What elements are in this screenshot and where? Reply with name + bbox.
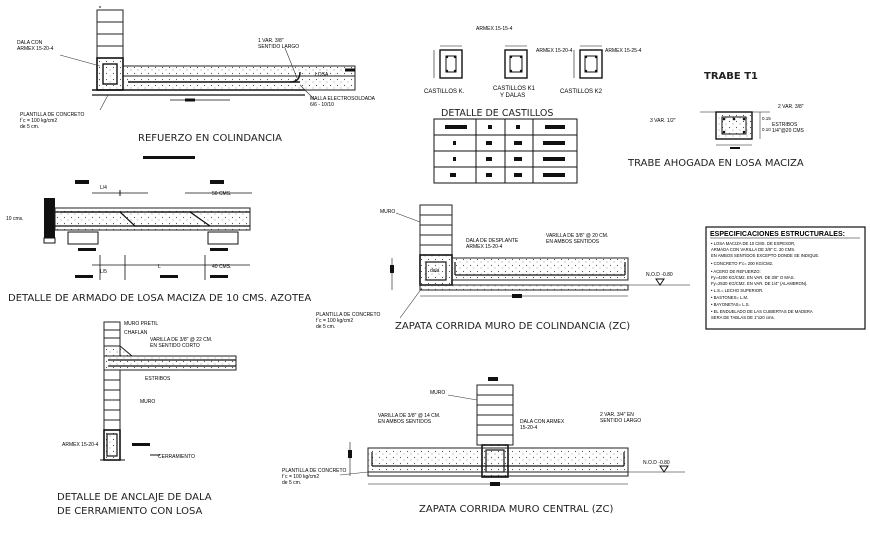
zc-central-fc: f`c = 100 kg/cm2 [282,474,319,480]
castillo-k2-armex: ARMEX 15-25-4 [605,48,642,54]
castillos-table [433,118,578,184]
spec-line: • EL ENDUELADO DE LAS CUBIERTAS DE MADER… [711,309,813,314]
losa-maciza-detail [43,156,252,280]
trabe-var-38: 2 VAR. 3/8" [778,104,804,110]
anclaje-cerramiento: CERRAMIENTO [158,454,195,460]
losa-10cms-label: 10 cms. [6,216,24,222]
zc-central-armex: 15-20-4 [520,425,537,431]
zc-central-muro: MURO [430,390,445,396]
trabe-ahogada-title: TRABE AHOGADA EN LOSA MACIZA [627,158,804,169]
trabe-dim-15: 0.15 [762,116,771,121]
spec-line: • LOSA MACIZA DE 10 CMS. DE ESPESOR, [711,241,795,246]
anclaje-sentido: EN SENTIDO CORTO [150,343,200,349]
zc-central-plantilla: PLANTILLA DE CONCRETO [282,468,346,474]
refuerzo-plantilla-label: PLANTILLA DE CONCRETO [20,112,84,118]
spec-line: • BAYONETAS= L.S. [711,302,750,307]
anclaje-muro: MURO [140,399,155,405]
spec-line: Fy=4200 KG/CM2. EN VAR. DE 3/8" O MAS. [711,275,795,280]
castillo-k-label: CASTILLOS K. [424,89,465,95]
refuerzo-sentido-label: SENTIDO LARGO [258,44,299,50]
spec-line: • BASTONES= L.M. [711,295,748,300]
refuerzo-armex-label: ARMEX 15-20-4 [17,46,54,52]
trabe-t1-title: TRABE T1 [704,71,758,82]
refuerzo-fc-label: f`c = 100 kg/cm2 [20,118,57,124]
zc-col-armex: ARMEX 15-20-4 [466,244,503,250]
losa-40cms-label: 40 CMS. [212,264,231,270]
spec-line: Fy=2530 KG/CM2. EN VAR. DE 1/4" (ALAMBRO… [711,281,807,286]
spec-line: EN AMBOS SENTIDOS EXCEPTO DONDE SE INDIQ… [711,253,819,258]
zc-col-nod: N.O.D -0.80 [646,272,673,278]
anclaje-varilla: VARILLA DE 3/8" @ 22 CM. [150,337,212,343]
castillo-k1-dalas-label: Y DALAS [500,93,525,99]
spec-line: • CONCRETO F'c= 200 KG/CM2. [711,261,773,266]
zc-central-title: ZAPATA CORRIDA MURO CENTRAL (ZC) [419,504,613,515]
anclaje-chaflan: CHAFLAN [124,330,148,336]
anclaje-title-2: DE CERRAMIENTO CON LOSA [57,506,202,517]
refuerzo-dala-con-label: DALA CON [17,40,43,46]
castillo-k1-label: CASTILLOS K1 [493,86,536,92]
zc-central-sentido: SENTIDO LARGO [600,418,641,424]
especificaciones-box: ESPECIFICACIONES ESTRUCTURALES: • LOSA M… [705,226,866,330]
refuerzo-de5-label: de 5 cm. [20,124,39,130]
losa-50cms-label: 50 CMS. [212,191,231,197]
zc-central-dala-armex: DALA CON ARMEX [520,419,565,425]
spec-line: • L.S.= LECHO SUPERIOR. [711,288,763,293]
losa-l4-label: L/4 [100,185,107,191]
refuerzo-var-label: 1 VAR. 3/8" [258,38,284,44]
zc-col-dala: dala [430,268,440,274]
anclaje-dala-detail [100,321,237,461]
refuerzo-colindancia-detail [59,6,356,111]
zc-central-nod: N.O.D -0.80 [643,460,670,466]
trabe-var-12: 3 VAR. 1/2" [650,118,676,124]
spec-line: SERA DE TABLAS DE 1"x20 cms. [711,315,775,320]
zc-central-de5: de 5 cm. [282,480,301,486]
zc-colindancia-title: ZAPATA CORRIDA MURO DE COLINDANCIA (ZC) [395,321,630,332]
zc-central-varilla: VARILLA DE 3/8" @ 14 CM. [378,413,440,419]
zapata-central-detail [339,377,685,486]
trabe-estribos-spec: 1/4"@20 CMS [772,128,805,134]
castillos-sections [433,45,603,79]
refuerzo-malla-label: MALLA ELECTROSOLDADA [310,96,376,102]
anclaje-muro-pretil: MURO PRETIL [124,321,158,327]
refuerzo-malla-spec: 6/6 - 10/10 [310,102,334,108]
zc-central-ambos: EN AMBOS SENTIDOS [378,419,432,425]
refuerzo-losa-label: LOSA [315,72,329,78]
anclaje-estribos: ESTRIBOS [145,376,171,382]
zc-col-varilla: VARILLA DE 3/8" @ 20 CM. [546,233,608,239]
castillo-k-armex: ARMEX 15-15-4 [476,26,513,32]
losa-l5-label: L/5 [100,269,107,275]
zc-central-var34: 2 VAR. 3/4" EN [600,412,634,418]
zc-col-fc: f`c = 100 kg/cm2 [316,318,353,324]
spec-line: ARMADA CON VARILLA DE 3/8" C. 20 CMS. [711,247,795,252]
zc-col-plantilla: PLANTILLA DE CONCRETO [316,312,380,318]
castillos-title: DETALLE DE CASTILLOS [441,108,553,119]
especificaciones-heading: ESPECIFICACIONES ESTRUCTURALES: [710,231,845,238]
refuerzo-title: REFUERZO EN COLINDANCIA [138,133,282,144]
castillo-k2-label: CASTILLOS K2 [560,89,603,95]
zc-col-de5: de 5 cm. [316,324,335,330]
trabe-dim-10: 0.10 [762,127,771,132]
zc-col-dala-desplante: DALA DE DESPLANTE [466,238,519,244]
anclaje-title-1: DETALLE DE ANCLAJE DE DALA [57,492,212,503]
trabe-t1-section [700,111,770,149]
zc-col-ambos: EN AMBOS SENTIDOS [546,239,600,245]
castillo-k1-armex: ARMEX 15-20-4 [536,48,573,54]
zc-col-muro: MURO [380,209,395,215]
spec-line: • ACERO DE REFUERZO: [711,269,761,274]
zapata-colindancia-detail [390,204,690,319]
losa-l-label: L [158,264,161,270]
losa-maciza-title: DETALLE DE ARMADO DE LOSA MACIZA DE 10 C… [8,293,311,304]
trabe-estribos: ESTRIBOS [772,122,798,128]
anclaje-armex: ARMEX 15-20-4 [62,442,99,448]
